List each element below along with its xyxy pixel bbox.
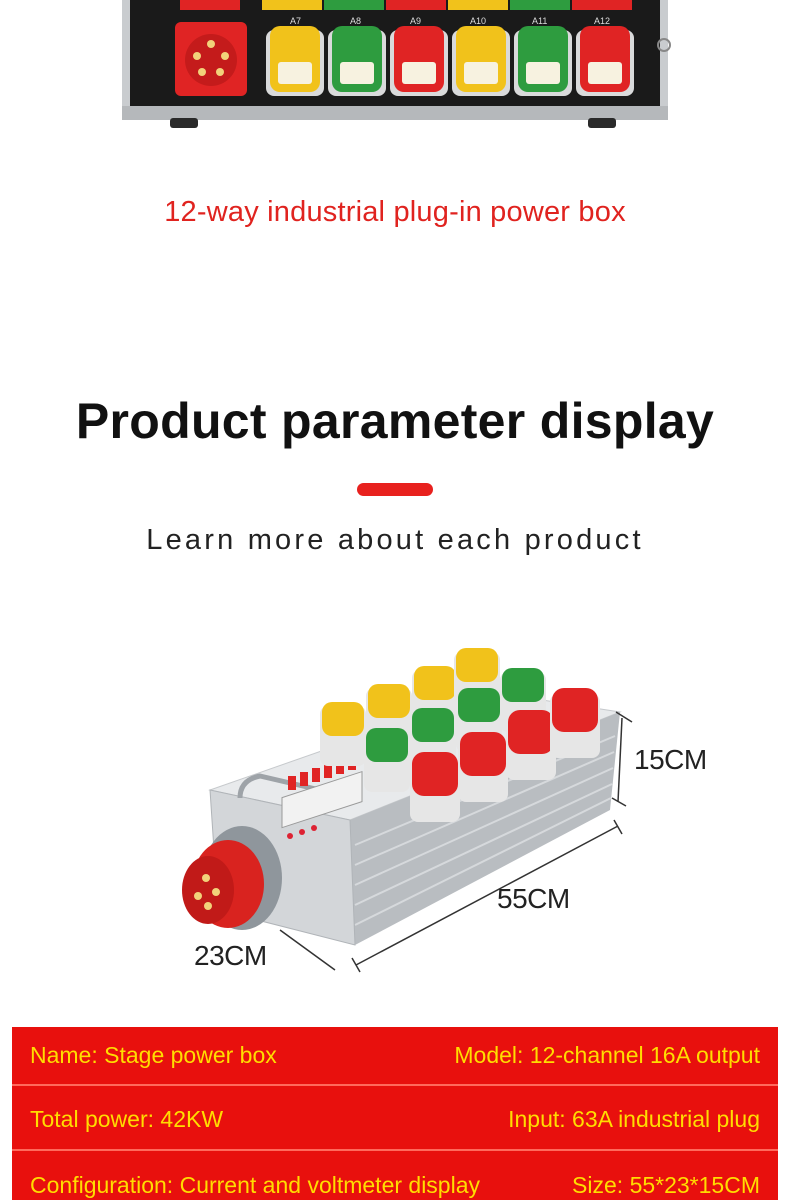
socket-label-a12: A12 bbox=[594, 16, 610, 26]
case-foot-right bbox=[588, 118, 616, 128]
section-subtitle: Learn more about each product bbox=[146, 524, 644, 556]
socket-label-a8: A8 bbox=[350, 16, 361, 26]
section-title: Product parameter display bbox=[75, 393, 715, 449]
case-foot-left bbox=[170, 118, 198, 128]
spec-model: Model: 12-channel 16A output bbox=[454, 1041, 760, 1068]
top-product-photo: A7 A8 A9 A10 A11 A12 bbox=[0, 0, 790, 140]
spec-configuration: Configuration: Current and voltmeter dis… bbox=[30, 1171, 481, 1198]
accent-divider bbox=[357, 483, 433, 496]
socket-label-a11: A11 bbox=[532, 16, 547, 26]
spec-size: Size: 55*23*15CM bbox=[572, 1171, 760, 1198]
product-illustration bbox=[170, 640, 730, 990]
main-input-plug bbox=[175, 22, 247, 96]
spec-row: Configuration: Current and voltmeter dis… bbox=[12, 1157, 778, 1200]
socket-a7 bbox=[266, 26, 324, 96]
spec-divider bbox=[12, 1149, 778, 1151]
power-box-front-image: A7 A8 A9 A10 A11 A12 bbox=[122, 0, 671, 128]
socket-a10 bbox=[452, 26, 510, 96]
spec-row: Name: Stage power box Model: 12-channel … bbox=[12, 1027, 778, 1083]
dimension-length-label: 55CM bbox=[497, 883, 570, 914]
spec-name: Name: Stage power box bbox=[30, 1041, 277, 1068]
dimension-lines bbox=[279, 711, 633, 973]
spec-total-power: Total power: 42KW bbox=[30, 1105, 224, 1132]
spec-table: Name: Stage power box Model: 12-channel … bbox=[12, 1027, 778, 1200]
power-box-isometric-image bbox=[182, 648, 633, 973]
socket-label-a9: A9 bbox=[410, 16, 421, 26]
socket-a9 bbox=[390, 26, 448, 96]
dimension-width-label: 23CM bbox=[194, 940, 267, 971]
socket-a11 bbox=[514, 26, 572, 96]
spec-input: Input: 63A industrial plug bbox=[508, 1105, 760, 1132]
spec-divider bbox=[12, 1084, 778, 1086]
socket-row-red bbox=[410, 688, 600, 822]
socket-a8 bbox=[328, 26, 386, 96]
spec-row: Total power: 42KW Input: 63A industrial … bbox=[12, 1091, 778, 1147]
socket-a12 bbox=[576, 26, 634, 96]
socket-label-a7: A7 bbox=[290, 16, 301, 26]
input-plug bbox=[182, 826, 282, 930]
dimension-height-label: 15CM bbox=[634, 744, 707, 775]
product-caption: 12-way industrial plug-in power box bbox=[164, 196, 626, 228]
socket-label-a10: A10 bbox=[470, 16, 486, 26]
